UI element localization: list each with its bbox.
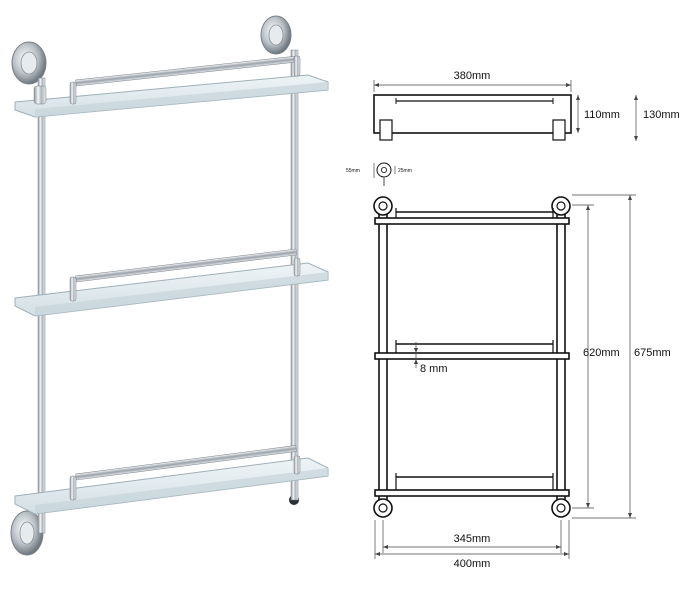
mount-detail: 55mm 25mm [346,162,412,186]
mount-ring-top-right [551,196,571,216]
dim-mount-left: 55mm [346,168,360,174]
technical-drawing: 380mm 110mm 130mm 55mm 25mm [346,70,680,570]
dim-glass-thickness: 8 mm [420,363,448,375]
wall-mount-top-right [260,15,292,55]
glass-shelf-top [14,55,329,118]
top-view: 380mm 110mm 130mm [373,70,680,141]
dim-rail-inner-height: 620mm [583,347,620,359]
dim-top-inner-height: 110mm [584,109,620,121]
glass-shelf-bottom [14,445,329,515]
glass-shelf-middle [14,248,329,317]
mount-ring-bottom-right [551,498,571,518]
dim-top-width: 380mm [454,70,491,82]
elevation-shelf-bottom [374,473,570,497]
mount-ring-bottom-left [373,498,393,518]
front-elevation: 8 mm 620mm 675mm [373,194,671,570]
dim-shelf-inner-width: 345mm [454,533,491,545]
elevation-shelf-middle: 8 mm [374,340,570,375]
wall-mount-top-left [11,41,47,85]
elevation-shelf-top [374,208,570,225]
dim-total-width: 400mm [454,558,491,570]
dim-top-outer-height: 130mm [643,109,680,121]
mount-ring-top-left [373,196,393,216]
dim-rail-outer-height: 675mm [634,347,671,359]
dim-mount-right: 25mm [398,168,412,174]
product-photo [10,15,329,556]
wall-mount-bottom-left [10,510,44,556]
